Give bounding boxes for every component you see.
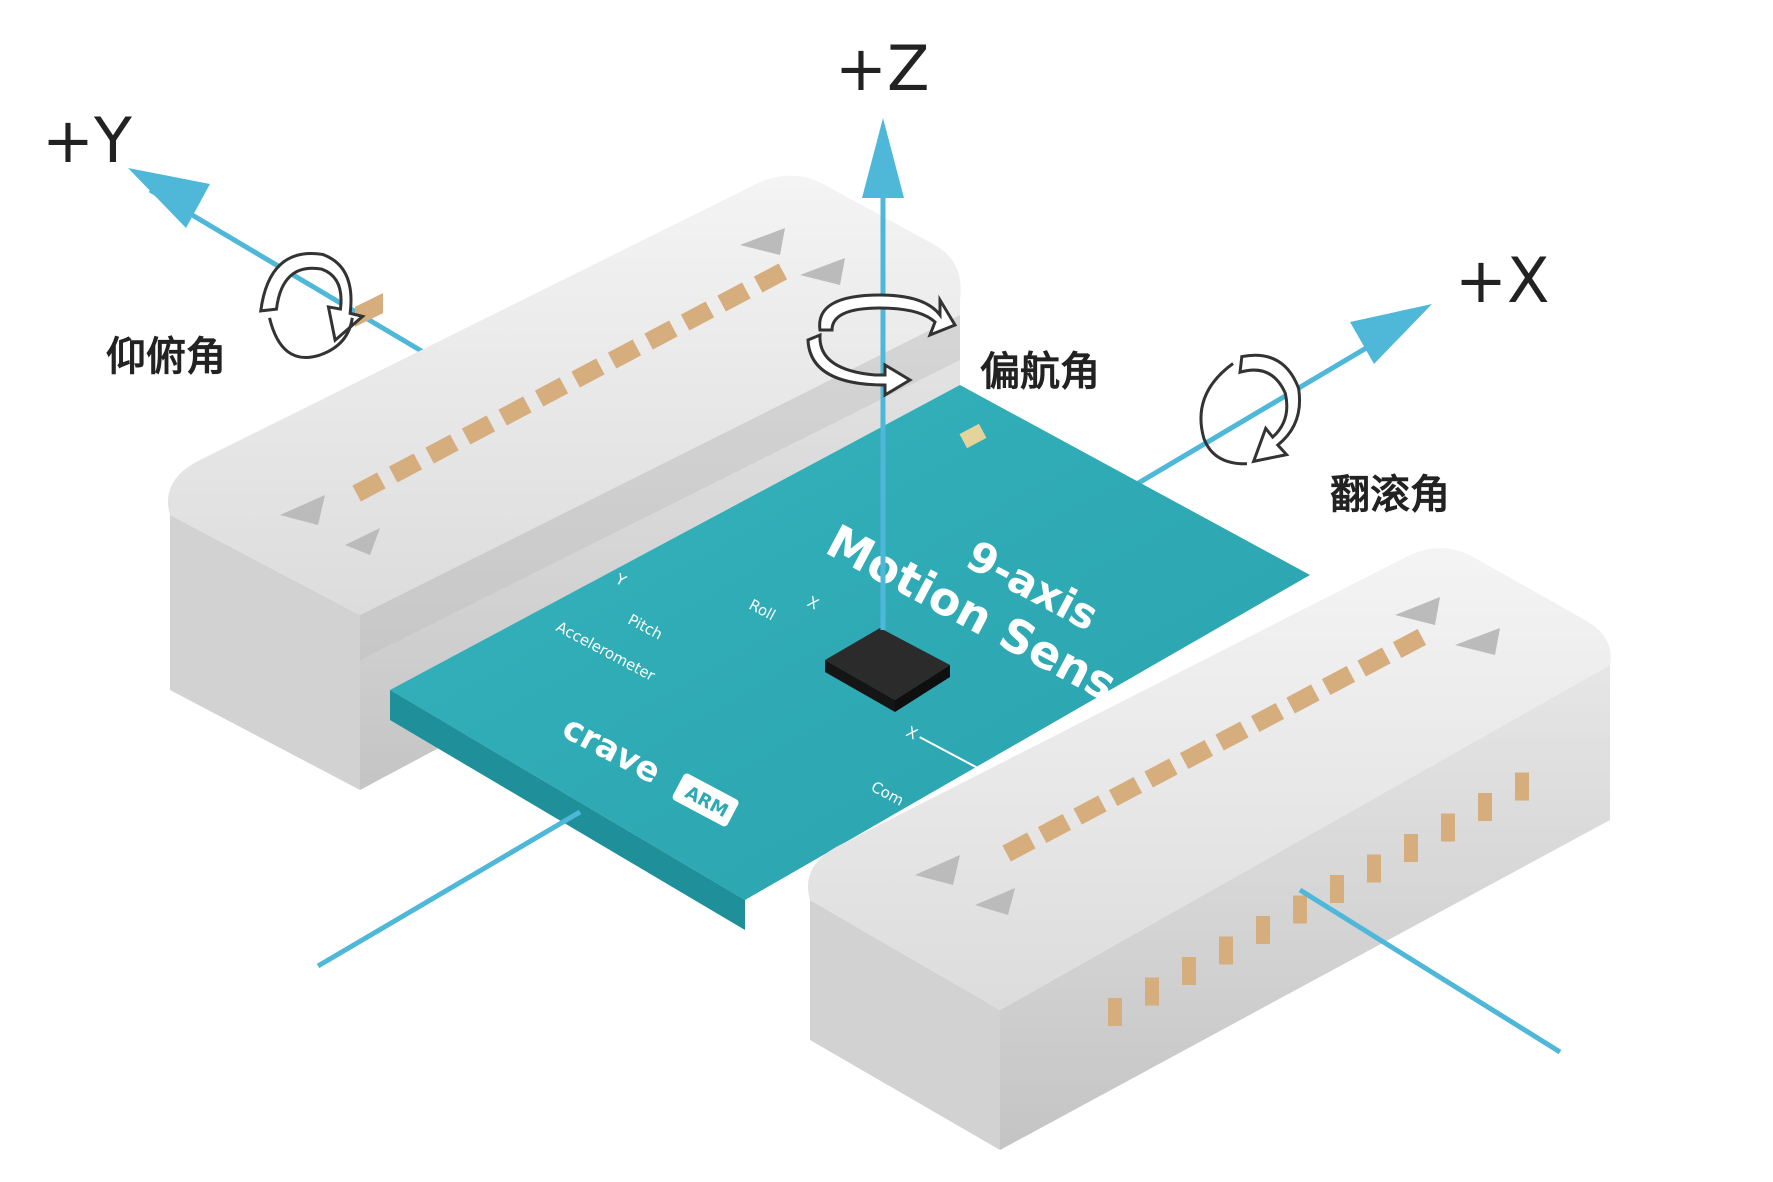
contact-pad bbox=[1145, 978, 1159, 1006]
pitch-angle-label: 仰俯角 bbox=[106, 334, 226, 380]
contact-pad bbox=[1108, 998, 1122, 1026]
axis-x-label: +X bbox=[1455, 244, 1549, 317]
contact-pad bbox=[1515, 773, 1529, 801]
axis-y-negative bbox=[318, 812, 580, 966]
contact-pad bbox=[1182, 957, 1196, 985]
contact-pad bbox=[1478, 793, 1492, 821]
axis-y-label: +Y bbox=[42, 104, 132, 177]
rotation-arrow-icon bbox=[1184, 339, 1321, 483]
contact-pad bbox=[1219, 937, 1233, 965]
contact-pad bbox=[1367, 855, 1381, 883]
contact-pad bbox=[1293, 896, 1307, 924]
contact-pad bbox=[1256, 916, 1270, 944]
axis-z-arrow-icon bbox=[862, 118, 904, 198]
contact-pad bbox=[1441, 814, 1455, 842]
contact-pad bbox=[1330, 875, 1344, 903]
axis-x-arrow-icon bbox=[1350, 304, 1432, 364]
axis-x bbox=[1130, 304, 1432, 488]
contact-pad bbox=[1404, 834, 1418, 862]
axis-z-label: +Z bbox=[835, 32, 929, 105]
roll-angle-label: 翻滚角 bbox=[1330, 472, 1450, 518]
yaw-angle-label: 偏航角 bbox=[980, 349, 1100, 395]
